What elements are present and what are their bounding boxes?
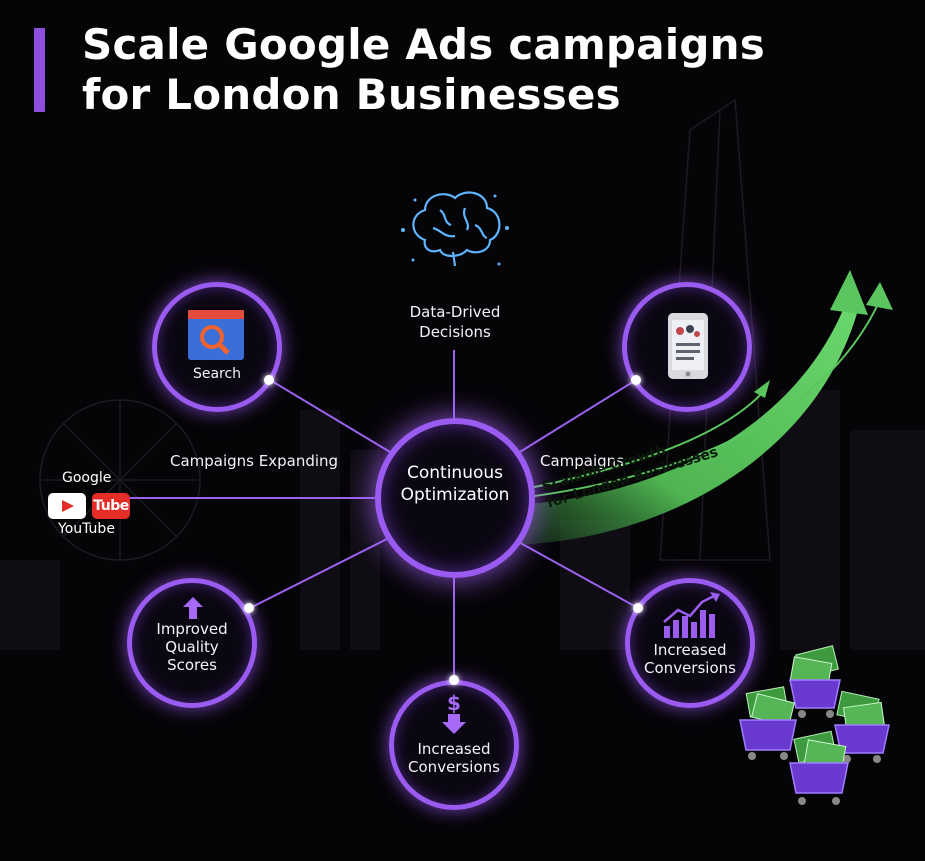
conversions-right-node bbox=[625, 578, 755, 708]
campaigns-expanding-label: Campaigns Expanding bbox=[170, 452, 339, 470]
youtube-play-icon bbox=[48, 493, 86, 519]
connector-dot bbox=[633, 603, 643, 613]
connector-dot bbox=[244, 603, 254, 613]
connector-dot bbox=[631, 375, 641, 385]
page-title: Scale Google Ads campaigns for London Bu… bbox=[82, 20, 842, 120]
search-window-icon bbox=[188, 310, 244, 360]
campaigns-label: Campaigns bbox=[540, 452, 625, 470]
data-driven-decisions-label: Data-Drived Decisions bbox=[409, 303, 501, 341]
title-accent-bar bbox=[34, 28, 45, 112]
youtube-tube-logo: Tube bbox=[92, 493, 130, 519]
rising-bars-icon bbox=[663, 592, 720, 638]
up-arrow-icon bbox=[183, 597, 203, 619]
title-line-2: for London Businesses bbox=[82, 70, 621, 119]
dollar-down-icon: $ bbox=[442, 692, 466, 734]
google-label: Google bbox=[62, 470, 112, 486]
connector-dot bbox=[449, 675, 459, 685]
increased-conversions-bottom-label: Increased Conversions bbox=[408, 740, 500, 776]
increased-conversions-right-label: Increased Conversions bbox=[644, 641, 736, 677]
shopping-cart-money-icon bbox=[739, 645, 890, 805]
conversions-bottom-node bbox=[389, 680, 519, 810]
connector-dot bbox=[264, 375, 274, 385]
center-node bbox=[375, 418, 535, 578]
improved-quality-scores-label: Improved Quality Scores bbox=[156, 620, 228, 674]
search-label: Search bbox=[192, 366, 242, 382]
youtube-label: YouTube bbox=[58, 521, 115, 537]
continuous-optimization-label: Continuous Optimization bbox=[400, 463, 510, 505]
brain-icon bbox=[401, 191, 509, 267]
svg-text:$: $ bbox=[447, 692, 461, 715]
title-line-1: Scale Google Ads campaigns bbox=[82, 20, 765, 69]
phone-campaign-icon bbox=[668, 313, 708, 379]
